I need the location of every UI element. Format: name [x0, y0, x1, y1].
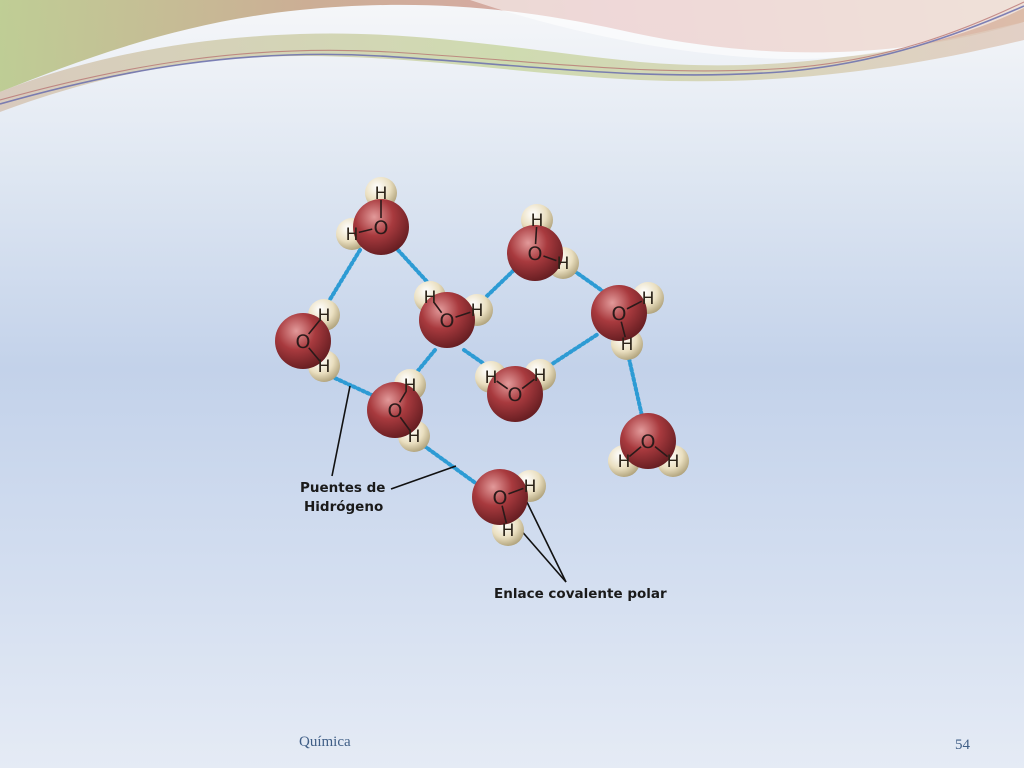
- oxygen-label: O: [641, 431, 656, 453]
- hydrogen-bond-7: [547, 332, 600, 368]
- hydrogen-bond-9: [414, 438, 483, 489]
- oxygen-atom: [419, 292, 475, 348]
- water-molecule: OH H: [275, 299, 340, 382]
- oxygen-label: O: [528, 243, 543, 265]
- hydrogen-label: H: [667, 452, 680, 472]
- oxygen-atom: [591, 285, 647, 341]
- covalent-bond: [654, 445, 669, 458]
- hydrogen-label: H: [404, 376, 417, 396]
- water-molecule: OH H: [336, 177, 409, 255]
- oxygen-label: O: [374, 217, 389, 239]
- covalent-bond: [521, 378, 535, 390]
- hydrogen-label: H: [531, 211, 544, 231]
- oxygen-atom: [367, 382, 423, 438]
- covalent-bond: [534, 226, 538, 245]
- hydrogen-label: H: [534, 366, 547, 386]
- page-number: 54: [955, 737, 970, 753]
- oxygen-atom: [275, 313, 331, 369]
- covalent-bond: [543, 255, 557, 262]
- hydrogen-bond-2: [396, 248, 433, 288]
- covalent-bond: [399, 416, 411, 431]
- hydrogen-label: H: [524, 477, 537, 497]
- oxygen-label: O: [388, 400, 403, 422]
- hydrogen-label: H: [471, 301, 484, 321]
- callout-line-hbond-a: [331, 385, 351, 477]
- covalent-bond: [358, 228, 373, 234]
- oxygen-atom: [620, 413, 676, 469]
- water-molecule: OH H: [367, 369, 430, 452]
- decorative-wave-banner: [0, 0, 1024, 112]
- hydrogen-label: H: [502, 521, 515, 541]
- hydrogen-bond-3: [485, 268, 516, 298]
- water-molecule: OH H: [608, 413, 689, 477]
- hydrogen-bond-10: [626, 352, 644, 418]
- label-hydrogen-bonds-line2: Hidrógeno: [304, 499, 383, 515]
- label-polar-covalent-bond: Enlace covalente polar: [494, 586, 667, 602]
- covalent-bond: [433, 302, 443, 314]
- hydrogen-label: H: [346, 225, 359, 245]
- oxygen-label: O: [493, 487, 508, 509]
- oxygen-atom: [487, 366, 543, 422]
- hydrogen-label: H: [642, 289, 655, 309]
- oxygen-label: O: [612, 303, 627, 325]
- covalent-bond: [308, 347, 321, 362]
- hydrogen-label: H: [621, 335, 634, 355]
- callout-line-covalent-a: [521, 491, 567, 583]
- covalent-bond: [308, 319, 321, 335]
- covalent-bond: [628, 446, 642, 458]
- covalent-bond: [508, 487, 524, 495]
- covalent-bond: [455, 311, 471, 318]
- hydrogen-label: H: [557, 254, 570, 274]
- callout-line-hbond-b: [390, 465, 457, 490]
- covalent-bond: [626, 300, 643, 310]
- oxygen-atom: [507, 225, 563, 281]
- hydrogen-label: H: [485, 368, 498, 388]
- water-molecule: OH H: [591, 282, 664, 360]
- covalent-bond: [496, 380, 509, 390]
- hydrogen-bond-1: [324, 248, 362, 308]
- label-hydrogen-bonds-line1: Puentes de: [300, 480, 385, 496]
- covalent-bond: [398, 390, 408, 403]
- oxygen-label: O: [296, 331, 311, 353]
- water-molecule: OH H: [414, 281, 493, 348]
- oxygen-label: O: [440, 310, 455, 332]
- hydrogen-label: H: [618, 452, 631, 472]
- oxygen-label: O: [508, 384, 523, 406]
- hydrogen-label: H: [408, 427, 421, 447]
- oxygen-atom: [472, 469, 528, 525]
- water-molecule: OH H: [507, 204, 579, 281]
- hydrogen-label: H: [318, 357, 331, 377]
- covalent-bond: [620, 321, 627, 338]
- oxygen-atom: [353, 199, 409, 255]
- hydrogen-label: H: [375, 184, 388, 204]
- hydrogen-label: H: [424, 288, 437, 308]
- footer-subject: Química: [299, 734, 351, 750]
- covalent-bond: [501, 505, 508, 524]
- hydrogen-label: H: [318, 306, 331, 326]
- water-molecule: OH H: [475, 359, 556, 422]
